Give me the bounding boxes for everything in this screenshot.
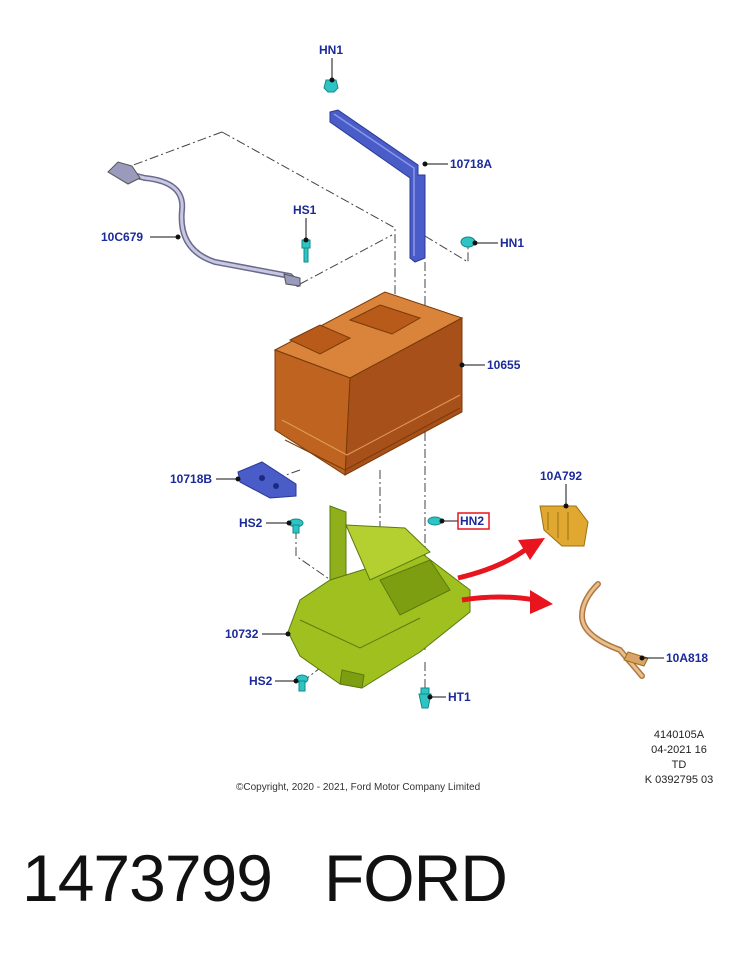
leader-lines <box>150 58 664 700</box>
reference-line-1: 4140105A <box>653 729 705 741</box>
label-hs2-lower: HS2 <box>249 674 273 688</box>
reference-line-4: K 0392795 03 <box>644 774 714 786</box>
label-hn2: HN2 <box>460 514 484 528</box>
brand-name: FORD <box>323 841 508 915</box>
label-10a818: 10A818 <box>666 651 708 665</box>
bolt-hs2-lower <box>295 674 309 692</box>
hn2-highlight-box <box>457 512 490 530</box>
bolt-hs2-upper <box>288 518 304 534</box>
battery-tray-10732 <box>287 505 471 689</box>
footer-caption: 1473799 FORD <box>22 840 508 916</box>
part-number: 1473799 <box>22 841 273 915</box>
battery-10655 <box>273 291 464 476</box>
reference-line-2: 04-2021 16 <box>651 744 707 756</box>
label-10a792: 10A792 <box>540 469 582 483</box>
battery-cable-10c679 <box>107 161 301 287</box>
harness-10a818 <box>578 581 649 679</box>
label-10c679: 10C679 <box>101 230 143 244</box>
battery-clamp-10718b <box>237 461 297 499</box>
fuse-10a792 <box>539 505 589 547</box>
label-hs2-upper: HS2 <box>239 516 263 530</box>
label-10718b: 10718B <box>170 472 212 486</box>
red-arrow-upper <box>457 538 545 581</box>
label-hs1: HS1 <box>293 203 317 217</box>
label-10732: 10732 <box>225 627 259 641</box>
label-10718a: 10718A <box>450 157 492 171</box>
copyright-notice: ©Copyright, 2020 - 2021, Ford Motor Comp… <box>236 782 481 793</box>
label-hn1-top: HN1 <box>319 43 343 57</box>
drawing-reference: 4140105A 04-2021 16 TD K 0392795 03 <box>634 728 724 788</box>
label-hn1-right: HN1 <box>500 236 524 250</box>
nut-hn1-top <box>323 79 339 93</box>
exploded-parts-diagram: HN1 10718A HN1 HS1 10C679 10655 10718B 1… <box>101 43 708 709</box>
label-ht1: HT1 <box>448 690 471 704</box>
battery-hold-down-bracket <box>329 109 426 263</box>
bolt-hs1 <box>301 239 311 263</box>
label-10655: 10655 <box>487 358 521 372</box>
red-arrow-lower <box>461 590 553 614</box>
reference-line-3: TD <box>671 759 687 771</box>
